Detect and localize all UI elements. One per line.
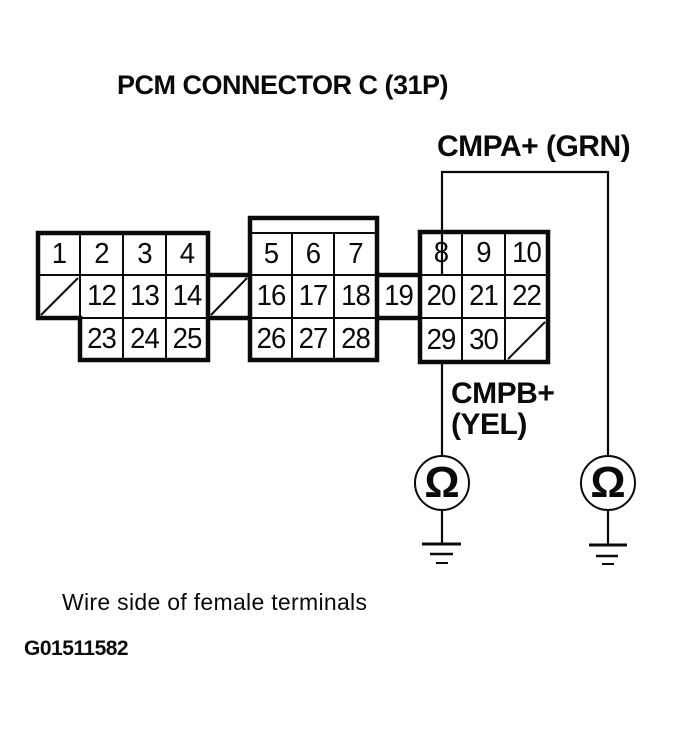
pin-10: 10	[512, 237, 542, 269]
pin-14: 14	[172, 280, 203, 312]
pin-29: 29	[426, 323, 457, 356]
ground-icon-right	[589, 543, 627, 565]
pin-13: 13	[130, 280, 160, 312]
pin-21: 21	[469, 280, 499, 312]
pin-9: 9	[476, 237, 491, 269]
cmpb-wire-label: CMPB+ (YEL)	[451, 377, 555, 441]
pin-27: 27	[298, 322, 329, 355]
pin-12: 12	[87, 280, 117, 312]
connector-strip-left	[208, 272, 250, 321]
pin-2: 2	[94, 237, 109, 270]
cmpa-wire-label: CMPA+ (GRN)	[437, 130, 631, 163]
blank-slash-icon	[507, 321, 546, 360]
pin-20: 20	[426, 280, 457, 312]
connector-block-left	[35, 230, 211, 363]
connector-strip-right	[377, 272, 420, 321]
pin-24: 24	[130, 322, 160, 355]
pin-4: 4	[179, 237, 195, 270]
pin-6: 6	[305, 237, 321, 270]
cmpb-label-line2: (YEL)	[451, 408, 527, 441]
ohm-symbol-icon-left: Ω	[424, 458, 460, 507]
diagram-title: PCM CONNECTOR C (31P)	[117, 70, 449, 100]
blank-slash-icon	[40, 277, 79, 316]
pin-16: 16	[256, 280, 287, 312]
pin-1: 1	[51, 237, 67, 270]
pin-19: 19	[384, 280, 414, 312]
pin-22: 22	[512, 280, 542, 312]
pin-3: 3	[137, 237, 152, 270]
connector-block-middle	[247, 215, 380, 363]
pin-26: 26	[256, 322, 287, 355]
connector-block-right	[417, 229, 551, 365]
ground-icon-left	[422, 542, 461, 564]
blank-slash-icon	[210, 277, 248, 316]
ohm-symbol-icon-right: Ω	[590, 458, 626, 507]
wire-side-caption: Wire side of female terminals	[62, 589, 368, 615]
ohmmeter-right	[580, 455, 636, 545]
pin-17: 17	[298, 280, 329, 312]
pin-18: 18	[341, 280, 371, 312]
pin-5: 5	[263, 237, 279, 270]
cmpb-label-line1: CMPB+	[451, 377, 555, 410]
figure-id: G01511582	[24, 637, 129, 660]
cmpa-wire	[440, 170, 610, 456]
pin-28: 28	[341, 322, 371, 355]
ohmmeter-left	[414, 455, 470, 544]
pin-30: 30	[469, 323, 499, 356]
pin-7: 7	[348, 237, 363, 270]
pin-25: 25	[172, 322, 203, 355]
pin-23: 23	[87, 322, 117, 355]
